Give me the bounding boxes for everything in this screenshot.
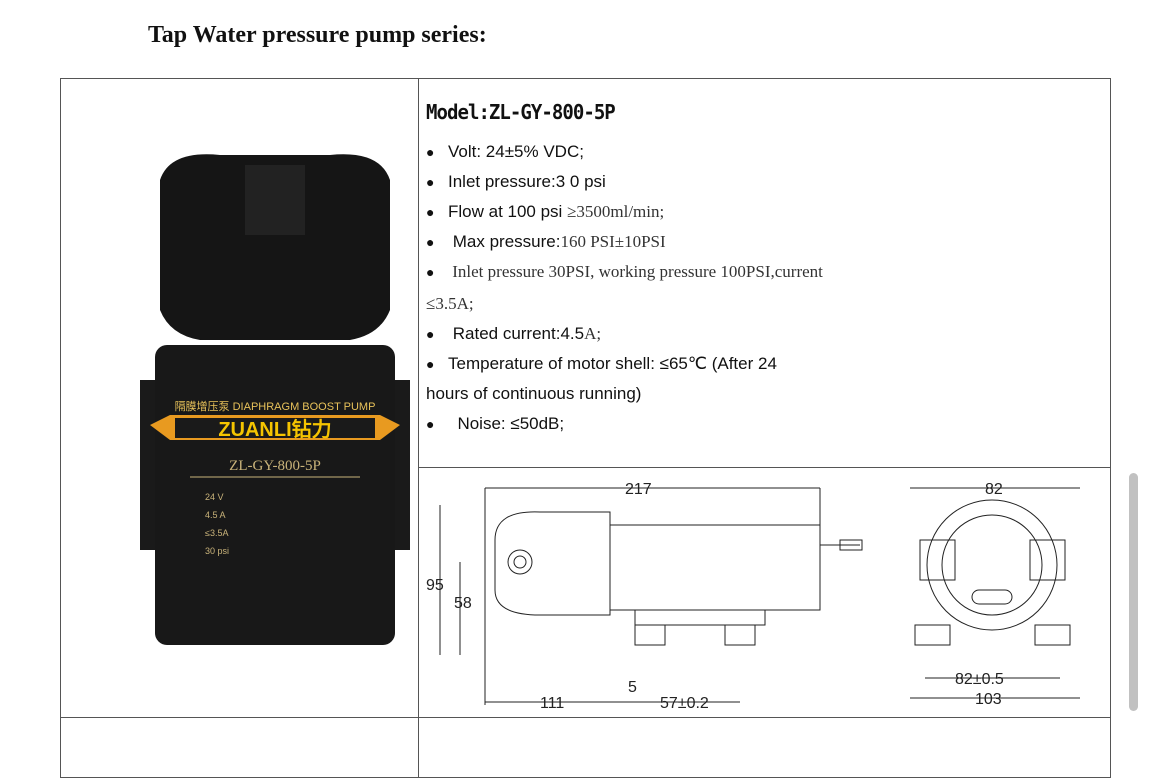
dim-offset: 111 xyxy=(540,695,564,712)
spec-list: ●Volt: 24±5% VDC; ●Inlet pressure:3 0 ps… xyxy=(426,137,1106,439)
dim-length: 217 xyxy=(625,481,652,498)
spec-rated: ● Rated current:4.5A; xyxy=(426,324,602,343)
pump-model: ZL-GY-800-5P xyxy=(229,458,321,474)
column-divider xyxy=(418,78,419,778)
page-title: Tap Water pressure pump series: xyxy=(148,22,487,48)
dim-mount: 82±0.5 xyxy=(955,671,1004,688)
spec-inlet: ●Inlet pressure:3 0 psi xyxy=(426,172,606,191)
pump-brand: ZUANLI钻力 xyxy=(218,417,331,441)
spec-max: ● Max pressure:160 PSI±10PSI xyxy=(426,232,666,251)
pump-spec: 4.5 A xyxy=(205,510,226,520)
row-divider xyxy=(60,717,1111,718)
dim-spacing: 57±0.2 xyxy=(660,695,709,712)
spec-current-cont: ≤3.5A; xyxy=(426,294,474,313)
pump-spec: ≤3.5A xyxy=(205,528,228,538)
spec-noise: ● Noise: ≤50dB; xyxy=(426,414,565,433)
spec-volt: ●Volt: 24±5% VDC; xyxy=(426,142,584,161)
row-divider xyxy=(418,467,1111,468)
spec-flow: ●Flow at 100 psi ≥3500ml/min; xyxy=(426,202,665,221)
pump-band-text: 隔膜增压泵 DIAPHRAGM BOOST PUMP xyxy=(175,399,376,413)
dim-height: 95 xyxy=(426,577,444,594)
spec-temp-cont: hours of continuous running) xyxy=(426,384,642,403)
dimension-drawing: 217 95 58 111 57±0.2 5 82 82±0.5 103 xyxy=(420,470,1100,720)
dim-foot: 5 xyxy=(628,679,637,696)
spec-temp: ●Temperature of motor shell: ≤65℃ (After… xyxy=(426,354,777,373)
dim-width: 82 xyxy=(985,481,1003,498)
pump-spec: 24 V xyxy=(205,492,224,502)
model-heading: Model:ZL-GY-800-5P xyxy=(426,100,616,124)
dim-axis: 58 xyxy=(454,595,472,612)
vertical-scrollbar[interactable] xyxy=(1129,473,1138,711)
dim-base: 103 xyxy=(975,691,1002,708)
spec-current: ● Inlet pressure 30PSI, working pressure… xyxy=(426,262,823,281)
pump-photo: 隔膜增压泵 DIAPHRAGM BOOST PUMP ZUANLI钻力 ZL-G… xyxy=(140,140,410,655)
pump-spec: 30 psi xyxy=(205,546,229,556)
